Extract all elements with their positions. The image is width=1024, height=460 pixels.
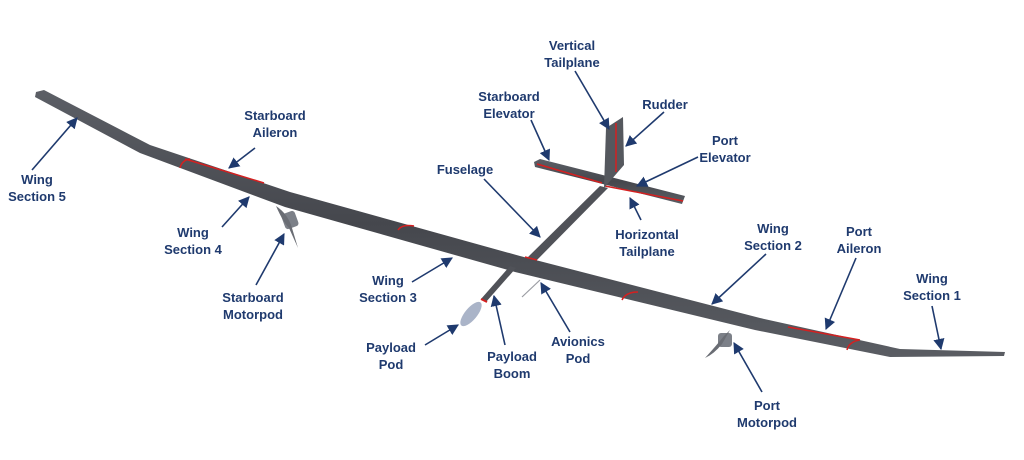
label-line: Vertical [548,38,596,53]
port-aileron-line [787,326,861,341]
label-payload-boom: Payload Boom [487,348,537,382]
label-line: Aileron [836,241,882,256]
starboard-aileron-line [184,158,265,184]
label-wing-section-2: Wing Section 2 [744,220,802,254]
arrow-port-aileron [824,257,857,331]
label-line: Starboard [244,108,306,123]
label-line: Wing [372,273,404,288]
arrow-rudder [625,111,665,147]
port-propeller [705,330,730,358]
arrow-wing-section-2 [711,253,767,305]
label-wing-section-1: Wing Section 1 [903,270,961,304]
leader-arrows [31,70,945,393]
label-line: Pod [378,357,404,372]
label-line: Port [753,398,780,413]
label-line: Elevator [699,150,751,165]
label-line: Section 2 [744,238,802,253]
label-line: Port [712,133,738,148]
payload-pod [460,301,482,327]
arrow-wing-section-3 [411,257,453,283]
label-port-motorpod: Port Motorpod [737,397,797,431]
fuselage [527,186,608,262]
label-line: Motorpod [737,415,797,430]
label-wing-section-4: Wing Section 4 [164,224,222,258]
label-line: Motorpod [223,307,283,322]
label-line: Wing [757,221,789,236]
label-line: Tailplane [544,55,600,70]
arrow-horizontal-tailplane [629,196,642,221]
port-elevator-line [604,185,684,202]
arrow-wing-section-5 [31,117,78,171]
label-line: Section 1 [903,288,961,303]
starboard-propeller [276,206,298,248]
wing-joint-2-1 [621,291,639,301]
port-aileron-end [846,339,860,351]
arrow-starboard-elevator [530,119,550,162]
starboard-elevator-line [536,163,603,184]
avionics-pod [521,279,541,298]
label-port-aileron: Port Aileron [837,223,882,257]
vertical-tailplane [604,117,624,188]
arrow-payload-pod [424,324,459,346]
arrow-port-motorpod [733,342,763,393]
arrow-port-elevator [635,156,699,187]
label-line: Fuselage [436,162,494,177]
label-line: Starboard [478,89,540,104]
label-line: Aileron [252,125,298,140]
label-wing-section-3: Wing Section 3 [359,272,417,306]
label-line: Pod [565,351,591,366]
label-line: Wing [916,271,948,286]
arrow-starboard-aileron [228,147,256,169]
wing-joint-4-3 [397,224,415,231]
label-avionics-pod: Avionics Pod [551,333,605,367]
label-line: Section 4 [164,242,222,257]
starboard-aileron-end [179,158,191,169]
payload-boom [481,266,516,302]
label-starboard-elevator: Starboard Elevator [478,88,539,122]
arrow-fuselage [483,178,541,238]
label-line: Wing [21,172,53,187]
arrow-payload-boom [490,294,506,346]
label-port-elevator: Port Elevator [699,132,750,166]
arrow-vertical-tailplane [574,70,610,130]
label-line: Wing [177,225,209,240]
label-payload-pod: Payload Pod [366,339,416,373]
payload-boom-ring [480,298,488,303]
label-line: Horizontal [615,227,679,242]
label-line: Section 3 [359,290,417,305]
label-line: Port [845,224,872,239]
label-starboard-motorpod: Starboard Motorpod [222,289,283,323]
label-line: Boom [493,366,531,381]
label-wing-section-5: Wing Section 5 [8,171,66,205]
arrow-wing-section-4 [221,196,250,228]
label-starboard-aileron: Starboard Aileron [244,107,305,141]
arrow-starboard-motorpod [255,233,285,286]
label-vertical-tailplane: Vertical Tailplane [544,37,599,71]
label-rudder: Rudder [642,96,688,113]
arrow-avionics-pod [540,282,571,333]
label-line: Tailplane [619,244,675,259]
label-line: Starboard [222,290,284,305]
label-line: Avionics [551,334,605,349]
label-line: Elevator [483,106,535,121]
label-line: Payload [366,340,416,355]
label-line: Section 5 [8,189,66,204]
arrow-wing-section-1 [931,305,945,351]
label-line: Payload [487,349,537,364]
label-fuselage: Fuselage [437,161,493,178]
wing-center-joint [524,256,538,261]
label-horizontal-tailplane: Horizontal Tailplane [615,226,679,260]
label-line: Rudder [642,97,688,112]
